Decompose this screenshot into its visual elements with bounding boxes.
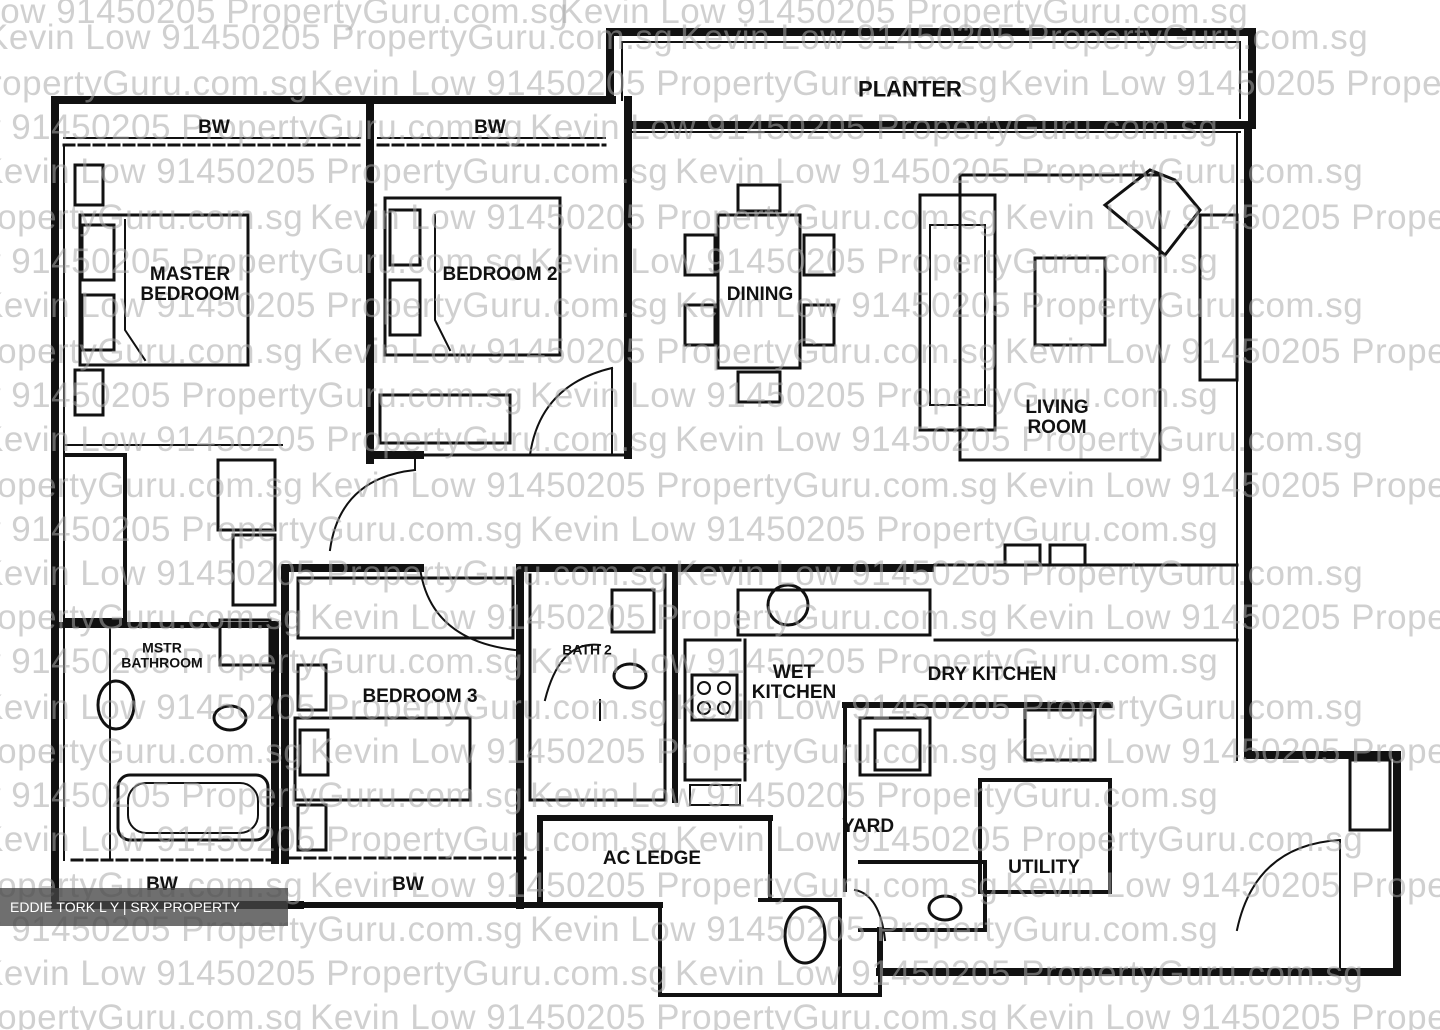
room-label-yard: YARD [841,816,895,838]
credit-text: EDDIE TORK L Y | SRX PROPERTY [10,899,240,915]
room-label-wet-kitchen-line2: KITCHEN [751,682,837,703]
room-label-bay-window-bedroom2: BW [474,117,506,139]
room-label-bedroom-2: BEDROOM 2 [442,264,558,286]
exterior-wall-east [1244,121,1401,976]
room-label-bedroom-3: BEDROOM 3 [362,686,478,708]
room-label-master-bath-line1: MSTR [142,639,182,656]
room-label-master-bathroom: MSTR BATHROOM [121,640,202,669]
room-label-ac-ledge: AC LEDGE [602,848,702,870]
room-label-master-bath-line2: BATHROOM [121,654,203,670]
room-label-bath-2: BATH 2 [562,641,612,658]
room-label-bay-window-master: BW [198,117,230,139]
room-label-planter: PLANTER [858,76,962,102]
room-label-wet-kitchen: WET KITCHEN [752,663,836,703]
room-label-living-room: LIVING ROOM [1025,398,1088,438]
room-label-dining: DINING [726,284,794,306]
room-label-dry-kitchen: DRY KITCHEN [927,664,1057,686]
room-label-master-bedroom-line1: MASTER [149,264,231,286]
room-label-utility: UTILITY [1008,857,1080,879]
room-label-bay-window-bedroom3: BW [392,874,424,896]
credit-badge: EDDIE TORK L Y | SRX PROPERTY [0,888,288,926]
room-label-master-bedroom-line2: BEDROOM [140,284,240,305]
room-label-wet-kitchen-line1: WET [772,662,816,684]
planter-wall [606,28,1256,129]
room-label-living-line1: LIVING [1025,397,1089,419]
room-label-living-line2: ROOM [1027,417,1087,438]
room-label-master-bedroom: MASTER BEDROOM [140,265,239,305]
